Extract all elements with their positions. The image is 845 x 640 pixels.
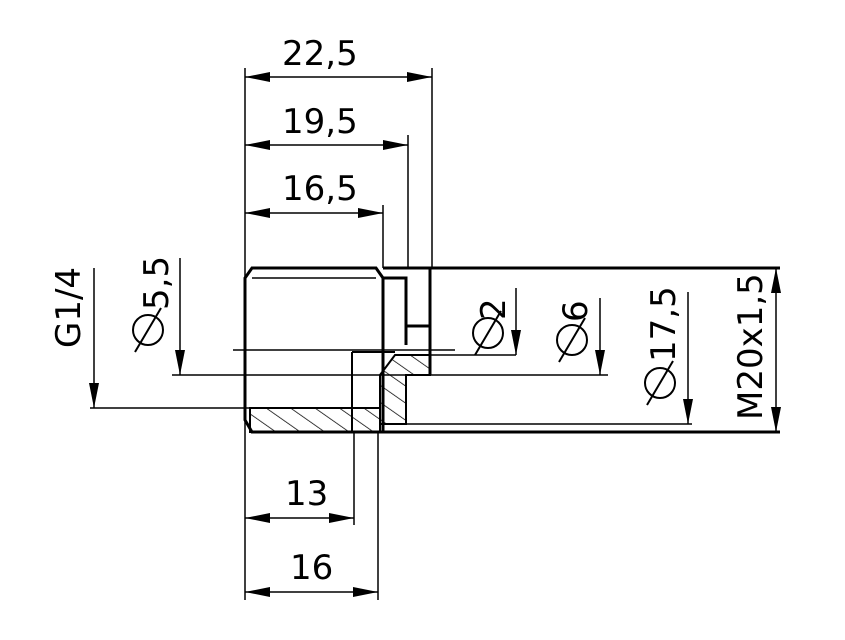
dim-label-6: 6: [556, 300, 596, 322]
dim-label-g1-4: G1/4: [49, 267, 89, 348]
dim-label-22-5: 22,5: [282, 34, 358, 74]
dim-g1-4: G1/4: [49, 267, 99, 408]
dim-22-5: 22,5: [245, 34, 432, 82]
diameter-icon: [132, 307, 164, 353]
dim-label-16-5: 16,5: [282, 169, 358, 209]
dim-dia-2: 2: [430, 288, 521, 356]
dim-16: 16: [245, 548, 378, 597]
section-hatch: [249, 351, 431, 433]
dim-13: 13: [245, 474, 354, 523]
dim-dia-17-5: 17,5: [644, 286, 693, 424]
part-outline: [243, 266, 780, 434]
dim-m20: M20x1,5: [731, 268, 781, 432]
dim-label-5-5: 5,5: [137, 256, 177, 310]
dim-dia-5-5: 5,5: [132, 256, 185, 375]
dim-label-16: 16: [290, 548, 333, 588]
dim-label-13: 13: [285, 474, 328, 514]
dim-label-m20: M20x1,5: [731, 273, 771, 420]
dim-16-5: 16,5: [245, 169, 383, 218]
diameter-icon: [556, 317, 588, 363]
diameter-icon: [472, 310, 504, 356]
axis-lines: [90, 349, 608, 409]
dim-19-5: 19,5: [245, 102, 408, 150]
extension-lines: [244, 68, 433, 600]
dim-label-19-5: 19,5: [282, 102, 358, 142]
dim-label-2: 2: [474, 298, 514, 320]
dim-dia-6: 6: [556, 298, 605, 375]
diameter-icon: [644, 360, 676, 406]
dim-label-17-5: 17,5: [644, 286, 684, 362]
